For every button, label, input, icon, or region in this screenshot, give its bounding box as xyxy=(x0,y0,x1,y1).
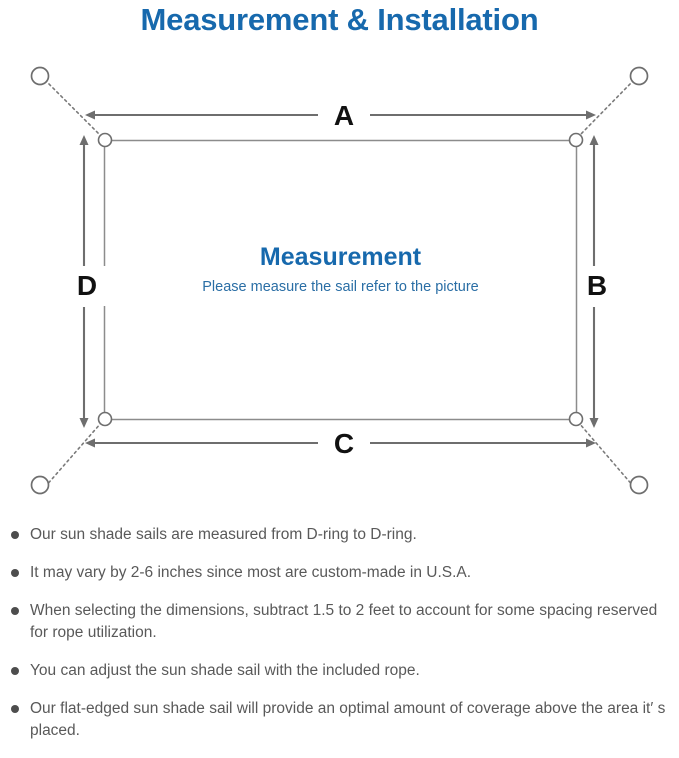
d-ring-top-right xyxy=(568,132,584,148)
anchor-rings xyxy=(30,66,649,495)
bullet-icon xyxy=(11,569,19,577)
dimension-label-b: B xyxy=(578,266,616,306)
list-item: Our sun shade sails are measured from D-… xyxy=(0,524,679,546)
anchor-ring-bottom-right xyxy=(629,475,649,495)
bullet-icon xyxy=(11,667,19,675)
note-text: Our flat-edged sun shade sail will provi… xyxy=(30,700,666,739)
measurement-diagram: Measurement Please measure the sail refe… xyxy=(0,45,679,515)
anchor-ring-top-right xyxy=(629,66,649,86)
dimension-label-c: C xyxy=(318,428,370,460)
note-text: You can adjust the sun shade sail with t… xyxy=(30,662,420,679)
anchor-ring-top-left xyxy=(30,66,50,86)
note-text: It may vary by 2-6 inches since most are… xyxy=(30,564,472,581)
list-item: Our flat-edged sun shade sail will provi… xyxy=(0,698,679,742)
note-text: Our sun shade sails are measured from D-… xyxy=(30,526,417,543)
dimension-label-a: A xyxy=(318,100,370,132)
d-rings xyxy=(97,132,584,427)
sail-rectangle xyxy=(103,139,578,421)
list-item: It may vary by 2-6 inches since most are… xyxy=(0,562,679,584)
list-item: You can adjust the sun shade sail with t… xyxy=(0,660,679,682)
d-ring-bottom-right xyxy=(568,411,584,427)
page-title: Measurement & Installation xyxy=(140,2,539,37)
bullet-icon xyxy=(11,531,19,539)
rope-top-right xyxy=(578,79,635,137)
dimension-arrows xyxy=(79,110,599,448)
d-ring-bottom-left xyxy=(97,411,113,427)
rope-bottom-left xyxy=(44,422,102,488)
dimension-label-d: D xyxy=(68,266,106,306)
note-text: When selecting the dimensions, subtract … xyxy=(30,602,658,641)
diagram-svg xyxy=(30,66,649,495)
anchor-ring-bottom-left xyxy=(30,475,50,495)
bullet-icon xyxy=(11,607,19,615)
bullet-icon xyxy=(11,705,19,713)
notes-list: Our sun shade sails are measured from D-… xyxy=(0,524,679,758)
page-root: Measurement & Installation xyxy=(0,2,679,739)
d-ring-top-left xyxy=(97,132,113,148)
list-item: When selecting the dimensions, subtract … xyxy=(0,600,679,644)
rope-lines xyxy=(44,79,635,488)
rope-top-left xyxy=(44,79,102,137)
rope-bottom-right xyxy=(578,422,635,488)
